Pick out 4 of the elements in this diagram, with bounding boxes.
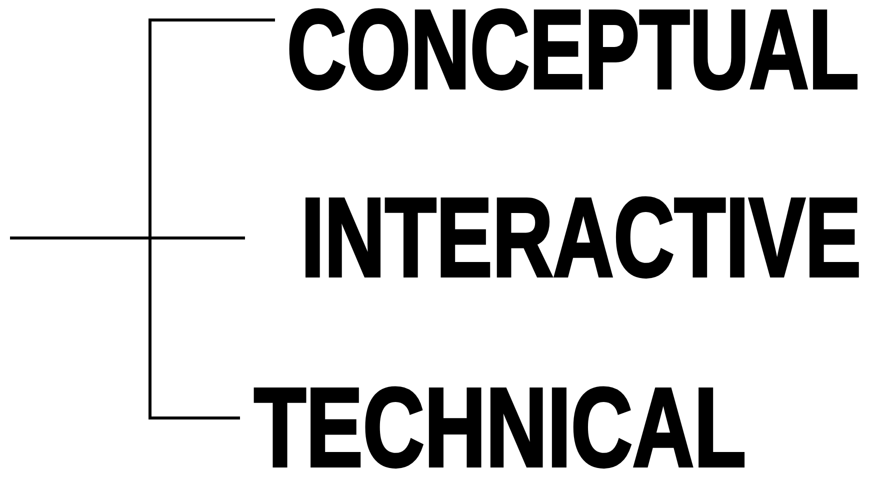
branch-label: CONCEPTUAL xyxy=(287,0,859,106)
branch-label: TECHNICAL xyxy=(254,372,746,484)
branch-label: INTERACTIVE xyxy=(301,182,861,294)
connector-line xyxy=(10,236,240,420)
